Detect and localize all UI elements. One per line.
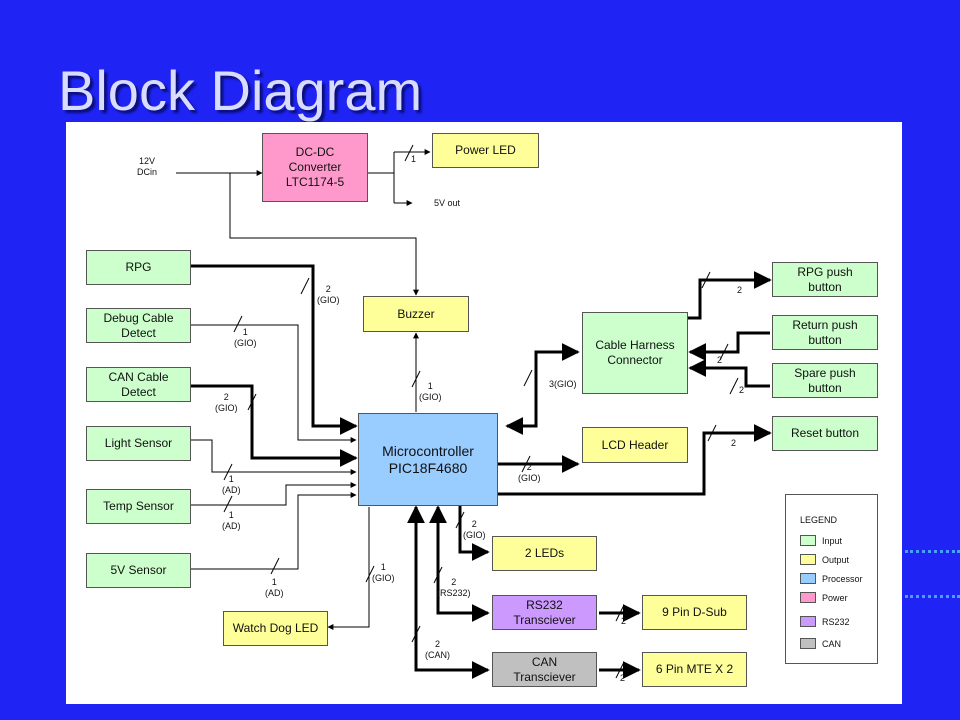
dcin-to-buzzer-wire — [229, 173, 419, 296]
dsub-bus-label: 2 — [621, 616, 627, 626]
legend-swatch — [800, 554, 816, 565]
harness-wire — [505, 343, 580, 435]
legend-item: RS232 — [800, 616, 850, 627]
connections — [176, 144, 772, 679]
legend-title: LEGEND — [800, 515, 838, 525]
temp-wire — [191, 482, 357, 506]
legend-label: CAN — [822, 638, 842, 649]
can-cable-bus-label: 2 (GIO) — [215, 392, 238, 413]
temp-bus-label: 1 (AD) — [222, 510, 241, 531]
harness-bus-label: 3(GIO) — [549, 379, 577, 389]
temp-sensor-block: Temp Sensor — [86, 489, 191, 524]
light-sensor-block: Light Sensor — [86, 426, 191, 461]
leds-bus-label: 2 (GIO) — [463, 519, 486, 540]
diagram-panel: DC-DC Converter LTC1174-5 Power LED RPG … — [66, 122, 902, 704]
watchdog-wire — [327, 507, 370, 630]
watchdog-bus-label: 1 (GIO) — [372, 562, 395, 583]
legend-label: Input — [822, 535, 843, 546]
dcdc-converter-block: DC-DC Converter LTC1174-5 — [262, 133, 368, 202]
lcd-bus-label: 2 (GIO) — [518, 462, 541, 483]
reset-wire — [498, 424, 772, 496]
cable-harness-block: Cable Harness Connector — [582, 312, 688, 394]
rpg-push-button-block: RPG push button — [772, 262, 878, 297]
debug-bus-label: 1 (GIO) — [234, 327, 257, 348]
debug-wire — [191, 324, 357, 443]
v5-wire — [191, 492, 357, 570]
legend-label: Output — [822, 554, 850, 565]
rpg-wire — [191, 264, 358, 435]
can-wire — [407, 505, 490, 679]
mte-bus-label: 2 — [620, 673, 626, 683]
two-leds-block: 2 LEDs — [492, 536, 597, 571]
decorative-dots — [905, 550, 960, 553]
v5-bus-label: 1 (AD) — [265, 577, 284, 598]
lcd-header-block: LCD Header — [582, 427, 688, 463]
dcin-label: 12V DCin — [136, 156, 157, 177]
legend: LEGEND Input Output Processor Power RS23… — [785, 494, 878, 664]
rpg-block: RPG — [86, 250, 191, 285]
legend-item: Power — [800, 592, 848, 603]
return-wire — [688, 331, 770, 361]
reset-bus-label: 2 — [731, 438, 737, 448]
legend-item: CAN — [800, 638, 841, 649]
bus-ticks — [223, 144, 739, 679]
spare-wire — [688, 359, 770, 388]
rs232-bus-label: 2 (RS232) — [437, 577, 471, 598]
decorative-dots — [905, 595, 960, 598]
reset-button-block: Reset button — [772, 416, 878, 451]
mte-connector-block: 6 Pin MTE X 2 — [642, 652, 747, 687]
can-transceiver-block: CAN Transciever — [492, 652, 597, 687]
legend-swatch — [800, 535, 816, 546]
dsub-block: 9 Pin D-Sub — [642, 595, 747, 630]
power-led-bus-label: 1 — [411, 154, 417, 164]
return-push-button-block: Return push button — [772, 315, 878, 350]
rs232-transceiver-block: RS232 Transciever — [492, 595, 597, 630]
return-bus-label: 2 — [717, 355, 723, 365]
power-led-block: Power LED — [432, 133, 539, 168]
spare-push-button-block: Spare push button — [772, 363, 878, 398]
can-cable-detect-block: CAN Cable Detect — [86, 367, 191, 402]
debug-cable-detect-block: Debug Cable Detect — [86, 308, 191, 343]
can-bus-label: 2 (CAN) — [425, 639, 450, 660]
sensor-5v-block: 5V Sensor — [86, 553, 191, 588]
spare-bus-label: 2 — [739, 385, 745, 395]
legend-label: Power — [822, 592, 848, 603]
light-bus-label: 1 (AD) — [222, 474, 241, 495]
watchdog-led-block: Watch Dog LED — [223, 611, 328, 646]
power-led-wire — [393, 152, 430, 203]
legend-item: Processor — [800, 573, 863, 584]
buzzer-bus-label: 1 (GIO) — [419, 381, 442, 402]
light-wire — [191, 439, 357, 475]
legend-label: Processor — [822, 573, 863, 584]
legend-swatch — [800, 616, 816, 627]
out5v-label: 5V out — [434, 198, 461, 208]
legend-item: Input — [800, 535, 842, 546]
rpg-push-wire — [688, 271, 772, 320]
legend-swatch — [800, 592, 816, 603]
buzzer-block: Buzzer — [363, 296, 469, 332]
rpg-push-bus-label: 2 — [737, 285, 743, 295]
legend-label: RS232 — [822, 616, 850, 627]
can-cable-wire — [191, 384, 358, 467]
rpg-bus-label: 2 (GIO) — [317, 284, 340, 305]
legend-swatch — [800, 638, 816, 649]
legend-item: Output — [800, 554, 849, 565]
legend-swatch — [800, 573, 816, 584]
slide-title: Block Diagram — [58, 59, 423, 122]
microcontroller-block: Microcontroller PIC18F4680 — [358, 413, 498, 506]
